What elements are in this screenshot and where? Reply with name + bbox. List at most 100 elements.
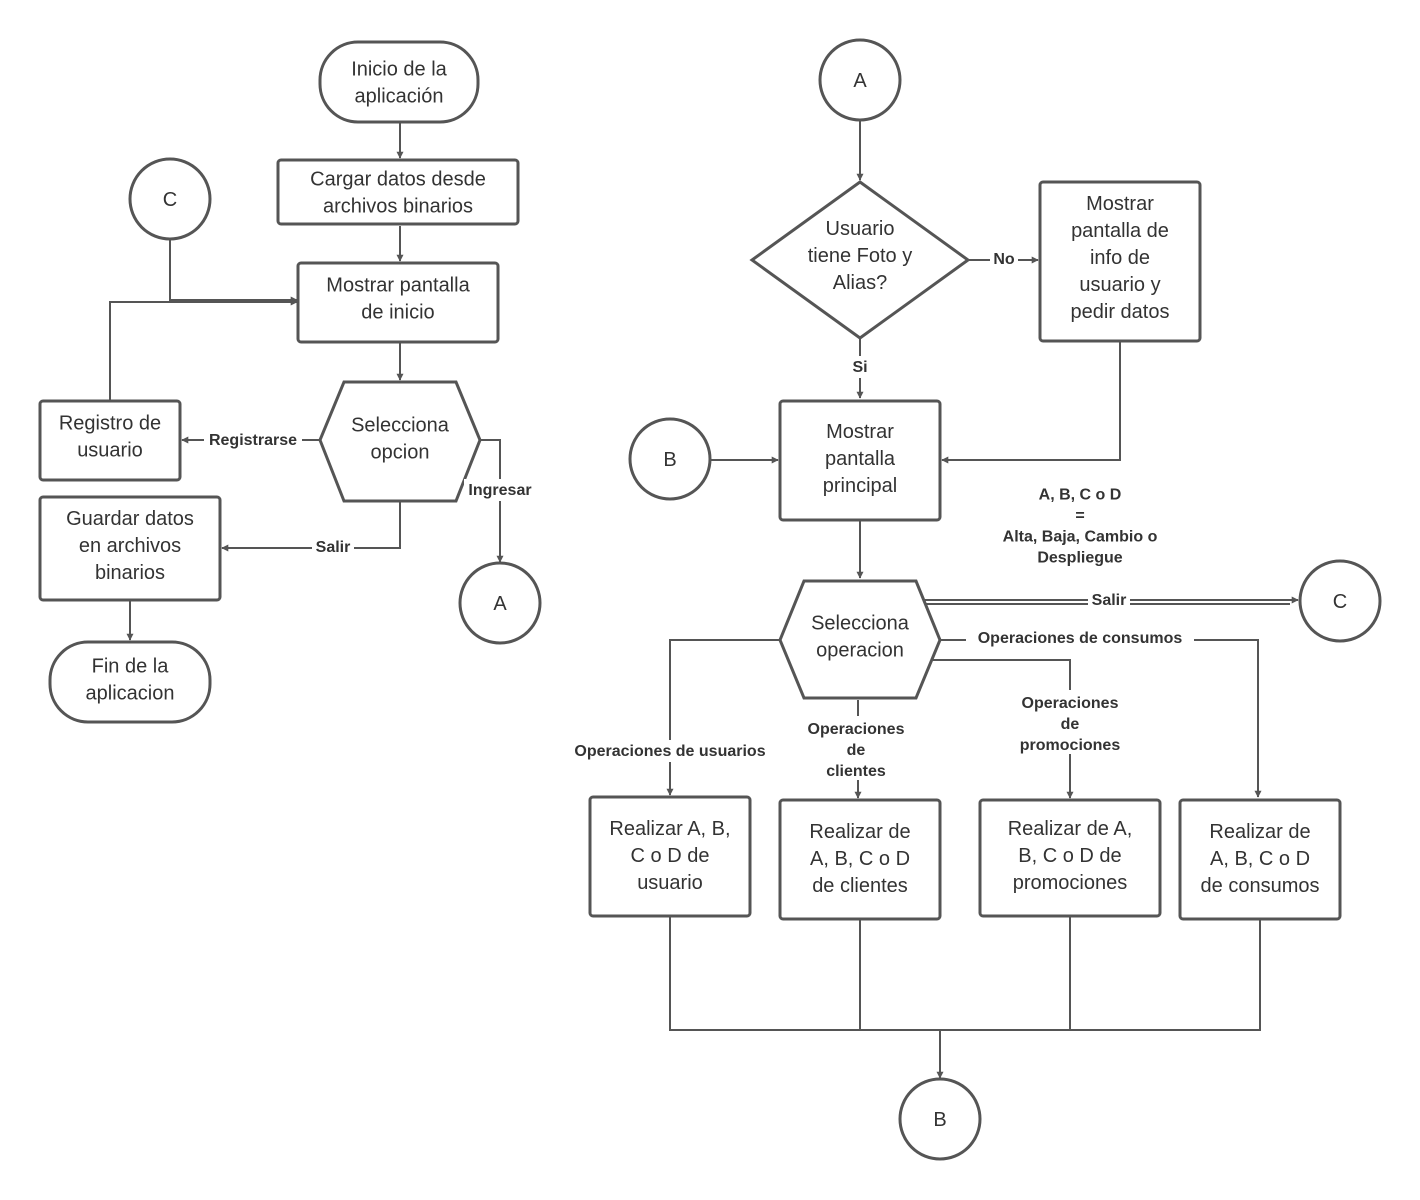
client-operations-label: Realizar de A, B, C o D de clientes bbox=[809, 821, 910, 897]
label-line: Despliegue bbox=[1037, 550, 1122, 567]
label-line: Alta, Baja, Cambio o bbox=[1003, 529, 1158, 546]
label-line: binarios bbox=[95, 562, 165, 584]
label-line: Guardar datos bbox=[66, 508, 194, 530]
select-option-label: Selecciona opcion bbox=[351, 415, 450, 464]
label-line: Usuario bbox=[826, 218, 895, 240]
edge-op-usuarios bbox=[666, 639, 782, 796]
label-line: clientes bbox=[826, 763, 886, 780]
label-line: usuario y bbox=[1079, 274, 1160, 296]
show-home-process bbox=[296, 261, 500, 344]
label-line: Operaciones bbox=[808, 721, 905, 738]
label-line: aplicacion bbox=[86, 683, 175, 705]
select-option-hexagon bbox=[318, 380, 482, 503]
label-line: Selecciona bbox=[351, 415, 450, 437]
label-line: Mostrar pantalla bbox=[326, 275, 470, 297]
label-line: Mostrar bbox=[826, 421, 894, 443]
label-line: Realizar de A, bbox=[1008, 818, 1133, 840]
label-line: Inicio de la bbox=[351, 59, 447, 81]
label-line: promociones bbox=[1013, 872, 1128, 894]
edge-label-salir-left: Salir bbox=[316, 539, 351, 556]
edge-conn-c-mostrar-inicio bbox=[169, 240, 298, 304]
connector-c-left bbox=[128, 157, 212, 241]
label-line: Registro de bbox=[59, 413, 161, 435]
consumption-operations-label: Realizar de A, B, C o D de consumos bbox=[1201, 821, 1320, 897]
edge-label-si: Si bbox=[852, 359, 867, 376]
connector-b-bottom-label: B bbox=[933, 1109, 946, 1131]
label-line: info de bbox=[1090, 247, 1150, 269]
label-line: Mostrar bbox=[1086, 193, 1154, 215]
label-line: de inicio bbox=[361, 302, 434, 324]
label-line: en archivos bbox=[79, 535, 181, 557]
label-line: de consumos bbox=[1201, 875, 1320, 897]
label-line: de bbox=[847, 742, 866, 759]
label-line: A, B, C o D bbox=[1210, 848, 1310, 870]
edge-label-no: No bbox=[993, 251, 1015, 268]
label-line: pantalla de bbox=[1071, 220, 1169, 242]
connector-b-left bbox=[628, 417, 712, 501]
show-user-info-process bbox=[1038, 180, 1202, 343]
show-home-label: Mostrar pantalla de inicio bbox=[326, 275, 470, 324]
label-line: de bbox=[1061, 716, 1080, 733]
save-data-label: Guardar datos en archivos binarios bbox=[66, 508, 194, 584]
label-line: promociones bbox=[1020, 737, 1121, 754]
select-operation-hexagon bbox=[778, 579, 942, 700]
label-line: operacion bbox=[816, 640, 904, 662]
connector-c-right-label: C bbox=[1333, 591, 1347, 613]
label-line: Realizar A, B, bbox=[609, 818, 730, 840]
show-main-screen-process bbox=[778, 399, 942, 522]
edge-ingresar bbox=[480, 439, 504, 563]
edge-registro-mostrar-inicio bbox=[109, 298, 298, 400]
connector-a-left-label: A bbox=[493, 593, 507, 615]
photo-alias-decision bbox=[749, 180, 971, 340]
label-line: de clientes bbox=[812, 875, 908, 897]
edge-merge-consumos bbox=[940, 920, 1261, 1031]
edge-merge-usuario bbox=[669, 916, 940, 1031]
label-line: C o D de bbox=[631, 845, 710, 867]
label-line: A, B, C o D bbox=[1039, 487, 1122, 504]
edge-label-salir-right: Salir bbox=[1092, 592, 1127, 609]
promotion-operations-process bbox=[978, 798, 1162, 918]
label-line: B, C o D de bbox=[1018, 845, 1121, 867]
label-line: Cargar datos desde bbox=[310, 169, 486, 191]
connector-a-top bbox=[818, 38, 902, 122]
connector-b-left-label: B bbox=[663, 449, 676, 471]
label-line: opcion bbox=[371, 442, 430, 464]
promotion-operations-label: Realizar de A, B, C o D de promociones bbox=[1008, 818, 1133, 894]
label-line: usuario bbox=[77, 440, 143, 462]
label-line: archivos binarios bbox=[323, 196, 473, 218]
edge-label-op-consumos: Operaciones de consumos bbox=[978, 630, 1183, 647]
edge-info-principal bbox=[941, 342, 1121, 464]
load-data-process bbox=[276, 158, 520, 226]
connector-b-bottom bbox=[898, 1077, 982, 1161]
connector-a-left bbox=[458, 561, 542, 645]
edge-label-op-promociones: Operaciones de promociones bbox=[1020, 695, 1121, 754]
connector-a-top-label: A bbox=[853, 70, 867, 92]
edge-label-ingresar: Ingresar bbox=[468, 482, 531, 499]
connector-c-right bbox=[1298, 559, 1382, 643]
client-operations-process bbox=[778, 798, 942, 921]
label-line: Realizar de bbox=[809, 821, 910, 843]
edge-label-op-usuarios: Operaciones de usuarios bbox=[574, 743, 765, 760]
label-line: principal bbox=[823, 475, 897, 497]
user-operations-process bbox=[588, 795, 752, 918]
edge-label-op-clientes: Operaciones de clientes bbox=[808, 721, 905, 780]
edge-salir-left bbox=[221, 502, 401, 552]
label-line: Operaciones bbox=[1022, 695, 1119, 712]
edge-label-registrarse: Registrarse bbox=[209, 432, 297, 449]
save-data-process bbox=[38, 495, 222, 602]
user-registration-process bbox=[38, 399, 182, 482]
user-registration-label: Registro de usuario bbox=[59, 413, 161, 462]
label-line: A, B, C o D bbox=[810, 848, 910, 870]
label-line: Alias? bbox=[833, 272, 887, 294]
label-line: Realizar de bbox=[1209, 821, 1310, 843]
